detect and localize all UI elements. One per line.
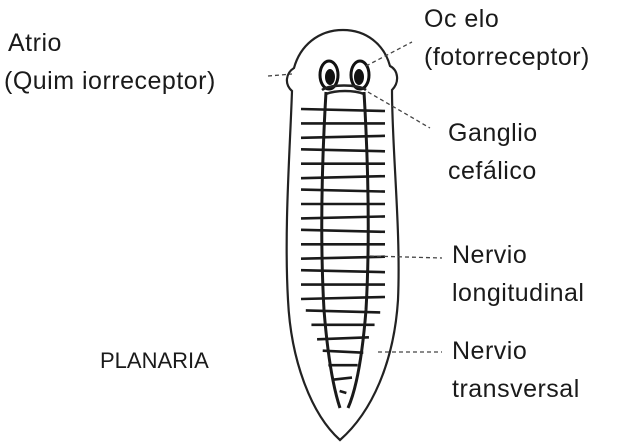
longitudinal-nerve-right	[346, 91, 370, 409]
label-transversal: transversal	[452, 375, 580, 403]
label-nervio-long: Nervio	[452, 241, 528, 269]
transverse-nerve	[300, 188, 386, 193]
transverse-nerve	[339, 389, 347, 395]
label-ocelo: Oc elo	[424, 5, 500, 33]
transverse-nerve	[333, 376, 353, 381]
cephalic-ganglion	[321, 84, 367, 96]
transverse-nerves	[300, 107, 386, 395]
transverse-nerve	[305, 309, 381, 314]
planaria-body-outline	[285, 28, 400, 442]
label-fotorreceptor: (fotorreceptor)	[424, 43, 590, 71]
transverse-nerve	[300, 147, 386, 153]
right-ocellus-pigment	[354, 69, 364, 85]
label-longitudinal: longitudinal	[452, 279, 585, 307]
leader-ganglio	[367, 91, 431, 129]
transverse-nerve	[300, 268, 386, 274]
diagram-title: PLANARIA	[100, 348, 209, 373]
transverse-nerve	[317, 335, 369, 341]
leader-ocelo	[365, 41, 413, 67]
left-ocellus-pigment	[325, 69, 335, 85]
label-ganglio: Ganglio	[448, 119, 538, 147]
longitudinal-nerve-left	[320, 91, 342, 409]
label-cefalico: cefálico	[448, 157, 537, 185]
transverse-nerve	[300, 228, 386, 234]
transverse-nerve	[300, 134, 386, 140]
transverse-nerve	[322, 349, 364, 355]
transverse-nerve	[300, 215, 386, 220]
transverse-nerve	[300, 107, 386, 113]
label-quimiorreceptor: (Quim iorreceptor)	[4, 67, 216, 95]
label-atrio: Atrio	[8, 29, 62, 57]
leader-nervio-longitudinal	[369, 255, 443, 259]
transverse-nerve	[300, 174, 386, 180]
transverse-nerve	[300, 255, 386, 261]
label-nervio-trans: Nervio	[452, 337, 528, 365]
transverse-nerve	[300, 295, 386, 301]
